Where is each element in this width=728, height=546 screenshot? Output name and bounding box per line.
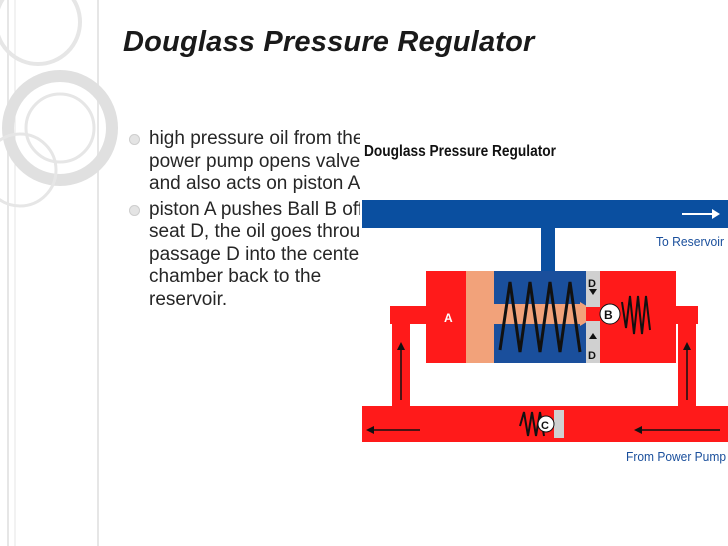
reservoir-line <box>362 200 728 228</box>
seat-d-top-label: D <box>588 278 596 290</box>
reservoir-stem <box>541 228 555 272</box>
bullet-dot-icon <box>129 134 140 145</box>
bullet-text: piston A pushes Ball B off seat D, the o… <box>149 198 382 310</box>
seat-d-bottom-label: D <box>588 350 596 362</box>
bullet-list: high pressure oil from the power pump op… <box>126 128 386 311</box>
valve-c-spring-icon <box>519 411 545 437</box>
to-reservoir-label: To Reservoir <box>656 234 725 249</box>
seat-opening <box>586 307 600 321</box>
regulator-diagram: Douglass Pressure Regulator To Reservoir… <box>360 130 728 475</box>
flow-arrow-left-head <box>366 426 374 434</box>
from-power-pump-label: From Power Pump <box>626 449 726 464</box>
seat-arrow-down-icon <box>589 289 597 295</box>
bullet-item: piston A pushes Ball B off seat D, the o… <box>126 199 386 312</box>
background-decoration <box>0 0 118 546</box>
piston-a <box>466 271 494 363</box>
bullet-text: high pressure oil from the power pump op… <box>149 128 380 194</box>
flow-arrow-right-head-icon <box>712 209 720 219</box>
bullet-item: high pressure oil from the power pump op… <box>126 128 386 196</box>
valve-c <box>537 415 555 433</box>
flow-arrow-in-head <box>634 426 642 434</box>
ball-b-label: B <box>604 308 613 322</box>
flow-arrow-up-left-head <box>397 342 405 350</box>
pressure-elbow-left <box>390 306 430 324</box>
ball-spring-icon <box>621 295 651 335</box>
seat-arrow-up-icon <box>589 333 597 339</box>
diagram-title: Douglass Pressure Regulator <box>364 143 556 160</box>
slide-title: Douglass Pressure Regulator <box>123 26 535 58</box>
flow-arrow-up-right-head <box>683 342 691 350</box>
piston-a-label: A <box>444 311 453 325</box>
spring-icon <box>498 281 582 353</box>
bullet-dot-icon <box>129 204 140 216</box>
ball-b <box>599 303 621 325</box>
valve-c-label: C <box>541 420 549 432</box>
valve-c-seat <box>554 410 564 438</box>
